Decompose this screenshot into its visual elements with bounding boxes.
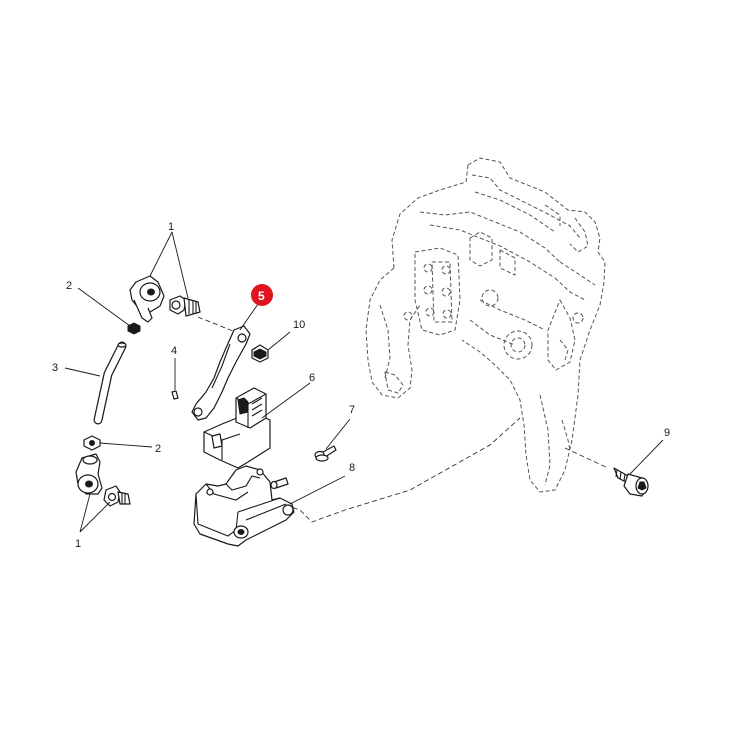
callout-8: 8 (349, 462, 355, 474)
leader-lines (64, 231, 664, 533)
lever-arm (191, 325, 251, 421)
callout-9: 9 (664, 427, 670, 439)
mounting-bracket (193, 465, 295, 547)
nut-10 (251, 344, 269, 363)
callout-4: 4 (171, 345, 177, 357)
nut-bottom (83, 435, 101, 451)
callout-2-top: 2 (66, 280, 72, 292)
callout-5-highlight-badge (251, 284, 273, 306)
bolt-9 (613, 467, 649, 497)
callout-2-bottom: 2 (155, 443, 161, 455)
screw-7 (314, 445, 337, 462)
callout-6: 6 (309, 372, 315, 384)
callout-7: 7 (349, 404, 355, 416)
callout-1-top: 1 (168, 221, 174, 233)
callout-5: 5 (258, 289, 265, 303)
callouts: 1 2 3 4 5 10 6 7 2 8 9 1 (52, 221, 670, 550)
phantom-lines (197, 316, 609, 523)
sensor (203, 387, 271, 469)
ball-joint-bottom (75, 453, 131, 507)
tractor-housing-ghost (365, 157, 606, 493)
pin (171, 390, 179, 400)
callout-3: 3 (52, 362, 58, 374)
ball-joint-top (129, 275, 201, 323)
callout-1-bottom: 1 (75, 538, 81, 550)
callout-10: 10 (293, 319, 305, 331)
nut-top (127, 322, 141, 335)
rod (93, 341, 127, 425)
